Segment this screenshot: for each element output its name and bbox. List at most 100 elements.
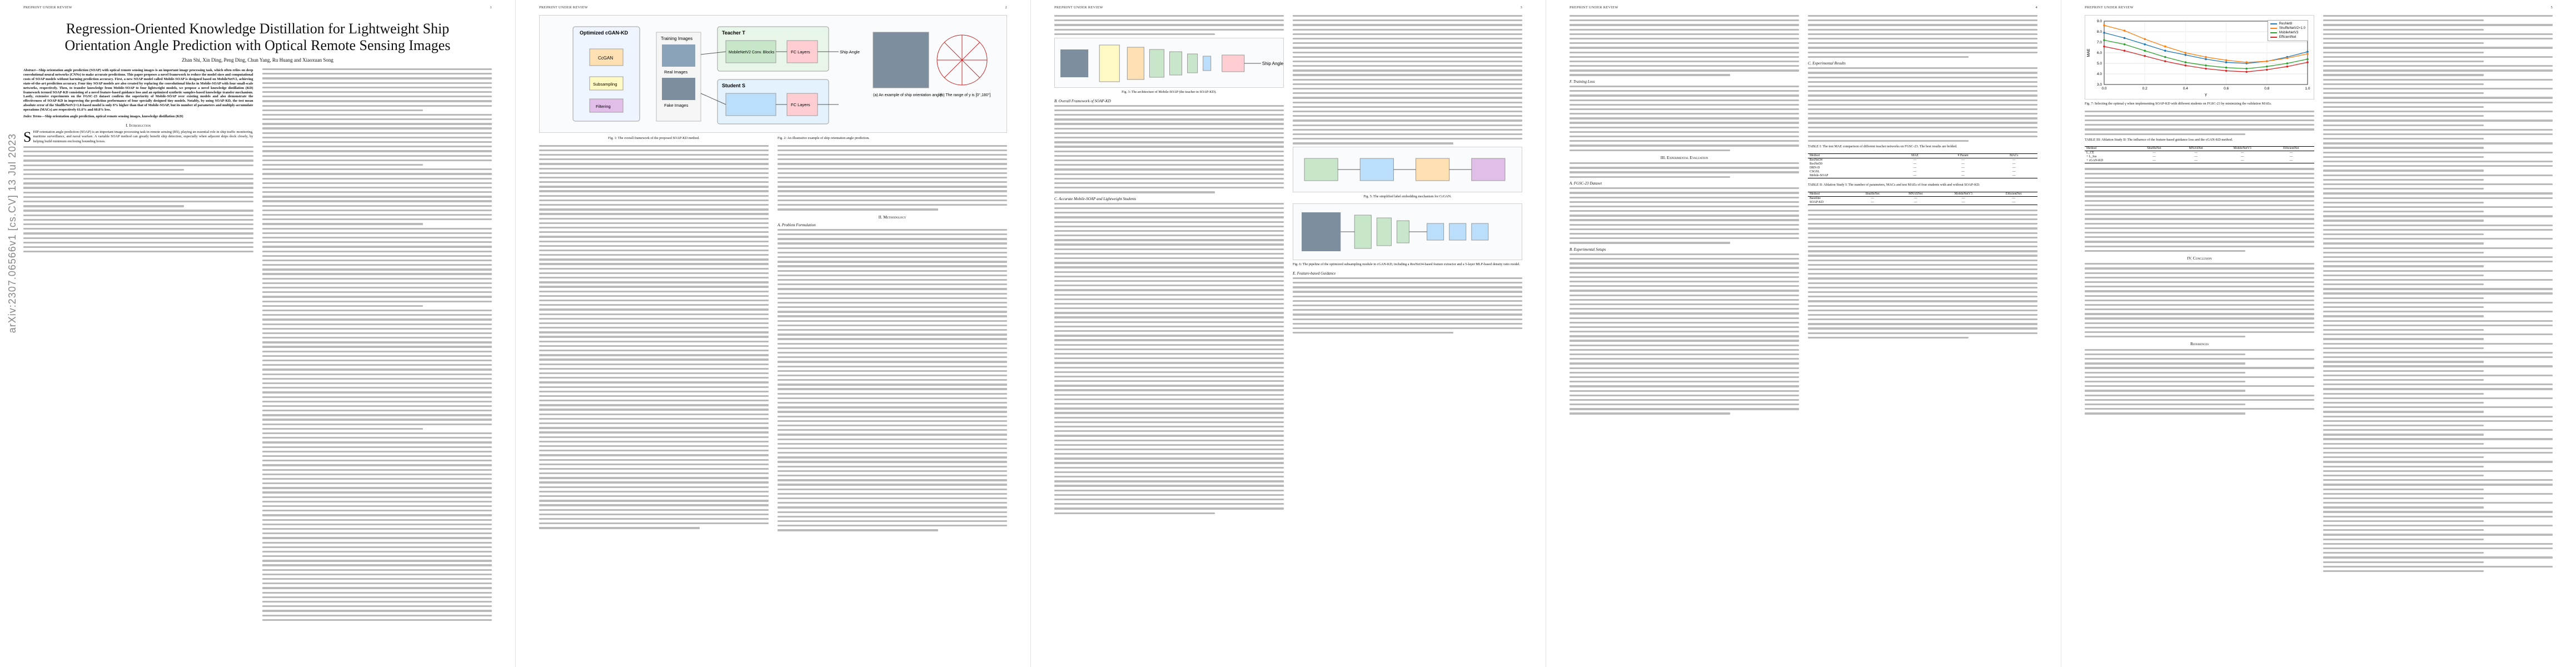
- column-left: Fig. 1: The overall framework of the pro…: [539, 134, 769, 534]
- subsection-framework: B. Overall Framework of SOAP-KD: [1054, 98, 1111, 103]
- drop-cap: S: [23, 129, 32, 146]
- legend-swatch: [2270, 28, 2277, 29]
- column-right: Fig. 5: The simplified label embedding m…: [1293, 15, 1522, 517]
- data-point: [2306, 53, 2309, 55]
- data-point: [2144, 49, 2146, 52]
- section-heading-references: References: [2190, 341, 2209, 347]
- body-text-block: [1569, 15, 1799, 76]
- arxiv-stamp: arXiv:2307.06566v1 [cs.CV] 13 Jul 2023: [7, 133, 18, 334]
- table-row: + cGAN-KD————: [2085, 159, 2314, 164]
- abstract-head: Abstract—: [23, 68, 39, 72]
- teacher-blocks-label: MobileNetV2 Conv. Blocks: [729, 51, 775, 54]
- data-point: [2144, 38, 2146, 41]
- column-right: [262, 68, 492, 624]
- legend-entry: MobileNetV3: [2270, 31, 2305, 35]
- opt-cgan-label: Optimized cGAN-KD: [580, 30, 629, 36]
- data-point: [2184, 64, 2187, 67]
- table-header: MNASNet: [1894, 191, 1937, 197]
- figure-3-mobile-soap: Ship Angle: [1054, 37, 1284, 88]
- data-point: [2286, 62, 2289, 64]
- data-point: [2123, 43, 2126, 46]
- data-point: [2205, 67, 2207, 70]
- figure-6-caption: Fig. 6: The pipeline of the optimized su…: [1293, 262, 1521, 267]
- x-tick-label: 0.0: [2101, 87, 2106, 91]
- data-point: [2205, 56, 2207, 58]
- section-heading-experiments: III. Experimental Evaluation: [1660, 155, 1708, 160]
- references-block: [2085, 349, 2314, 415]
- table-header: ShuffleNet: [1851, 191, 1895, 197]
- training-images-label: Training Images: [661, 36, 692, 41]
- table-3-caption: TABLE III: Ablation Study II: The influe…: [2085, 137, 2233, 142]
- running-header: PREPRINT UNDER REVIEW 2: [539, 6, 1007, 9]
- body-text-block: [1569, 162, 1799, 178]
- mobile-soap-diagram: Ship Angle: [1060, 44, 1284, 82]
- data-point: [2286, 65, 2289, 68]
- table-header: MACs: [1990, 153, 2037, 158]
- data-point: [2286, 57, 2289, 59]
- running-header: PREPRINT UNDER REVIEW 3: [1054, 6, 1522, 9]
- label-embedding-diagram: [1304, 158, 1506, 181]
- page-1: PREPRINT UNDER REVIEW 1 arXiv:2307.06566…: [0, 0, 515, 667]
- header-left: PREPRINT UNDER REVIEW: [539, 6, 588, 9]
- ship-angle-label: Ship Angle: [840, 49, 860, 54]
- y-tick-label: 6.0: [2097, 51, 2102, 55]
- figure-3-caption: Fig. 3: The architecture of Mobile-SOAP …: [1122, 89, 1217, 94]
- x-tick-label: 0.6: [2224, 87, 2229, 91]
- figure-1-framework: Optimized cGAN-KD CcGAN Subsampling Filt…: [539, 15, 1007, 133]
- body-text-block: [1569, 85, 1799, 151]
- body-text-block: [1808, 209, 2037, 339]
- body-text-block: [2085, 168, 2314, 252]
- table-row: Baseline————: [1810, 196, 2015, 200]
- x-tick-label: 1.0: [2305, 87, 2310, 91]
- data-point: [2164, 56, 2166, 58]
- table-header: EfficientNet: [2268, 146, 2314, 152]
- body-text-block: [23, 146, 253, 253]
- table-header: Method: [1808, 191, 1851, 197]
- section-heading-conclusion: IV. Conclusion: [2187, 255, 2212, 261]
- running-header: PREPRINT UNDER REVIEW 4: [1569, 6, 2037, 9]
- legend-swatch: [2270, 37, 2277, 38]
- legend-entry: EfficientNet: [2270, 35, 2305, 39]
- paper-title: Regression-Oriented Knowledge Distillati…: [64, 21, 451, 53]
- page-number: 5: [2550, 6, 2553, 9]
- table-row: ResNet34———: [1810, 158, 2016, 162]
- subsampling-box-label: Subsampling: [593, 82, 617, 87]
- x-tick-label: 0.2: [2142, 87, 2148, 91]
- body-text-block: [1293, 15, 1522, 145]
- column-left: Ship Angle Fig. 3: The architecture of M…: [1054, 15, 1284, 517]
- running-header: PREPRINT UNDER REVIEW 5: [2085, 6, 2553, 9]
- body-text-block: [1054, 202, 1284, 514]
- intro-text: HIP orientation angle prediction (SOAP) …: [33, 130, 253, 143]
- student-fc-label: FC Layers: [791, 102, 810, 107]
- fake-images-label: Fake Images: [664, 103, 689, 108]
- subsection-feature-guidance: E. Feature-based Guidance: [1293, 271, 1336, 276]
- table-header: MNASNet: [2175, 146, 2217, 152]
- running-header: PREPRINT UNDER REVIEW 1: [23, 6, 492, 9]
- table-header: ShuffleNet: [2133, 146, 2175, 152]
- y-tick-label: 5.0: [2097, 62, 2102, 66]
- paper-authors: Zhan Shi, Xin Ding, Peng Ding, Chun Yang…: [182, 57, 333, 63]
- real-images-label: Real Images: [664, 69, 687, 74]
- subsampling-diagram: [1302, 212, 1489, 252]
- index-terms: Ship orientation angle prediction, optic…: [44, 115, 183, 119]
- body-text-block: [778, 145, 1007, 211]
- ship-angle-output-label: Ship Angle: [1262, 61, 1283, 66]
- data-point: [2306, 61, 2309, 63]
- table-header: Method: [1808, 153, 1895, 158]
- body-text-block: [1054, 104, 1284, 193]
- range-caption: (b) The range of y is [0°,180°]: [940, 93, 991, 97]
- y-tick-label: 7.0: [2097, 41, 2102, 44]
- column-left: Abstract— Ship orientation angle predicti…: [23, 68, 253, 624]
- header-left: PREPRINT UNDER REVIEW: [23, 6, 72, 9]
- legend-label: ResNet8: [2279, 22, 2293, 26]
- body-text-block: [2085, 263, 2314, 338]
- data-point: [2123, 49, 2126, 52]
- legend-label: MobileNetV3: [2279, 31, 2299, 34]
- data-point: [2225, 69, 2228, 72]
- figure-1-caption: Fig. 1: The overall framework of the pro…: [608, 136, 700, 140]
- page-2: PREPRINT UNDER REVIEW 2 Optimized cGAN-K…: [515, 0, 1030, 667]
- data-point: [2205, 58, 2207, 61]
- page-number: 2: [1005, 6, 1007, 9]
